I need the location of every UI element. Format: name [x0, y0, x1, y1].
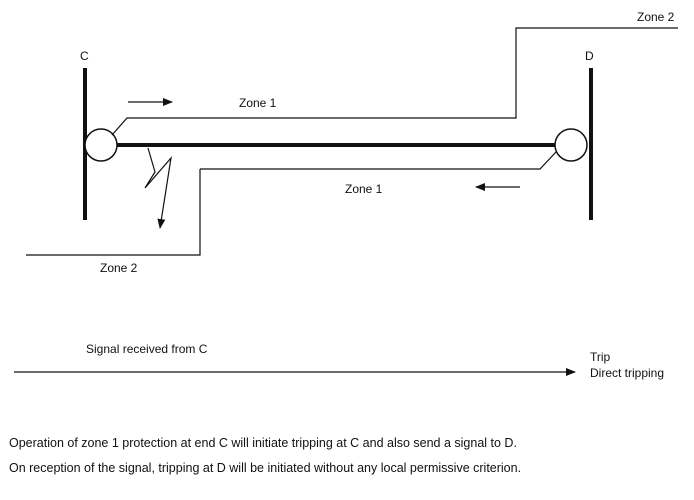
signal-label: Signal received from C [86, 342, 208, 356]
zone2-c-label: Zone 2 [100, 261, 138, 275]
fault-lightning-icon [144, 147, 172, 229]
zone1-d-label: Zone 1 [345, 182, 383, 196]
zone2-d-label: Zone 2 [637, 10, 675, 24]
end-c-label: C [80, 49, 89, 63]
zone1-c-label: Zone 1 [239, 96, 277, 110]
zone2-reach-d [26, 169, 201, 256]
caption-line-2: On reception of the signal, tripping at … [9, 461, 522, 475]
zone2-reach-c [490, 27, 678, 119]
caption-line-1: Operation of zone 1 protection at end C … [9, 436, 517, 450]
zone1-reach-c [111, 117, 490, 136]
trip-label: Trip [590, 350, 611, 364]
direct-tripping-label: Direct tripping [590, 366, 664, 380]
relay-d [554, 128, 588, 162]
relay-c [84, 128, 118, 162]
end-d-label: D [585, 49, 594, 63]
zone1-reach-d [200, 151, 557, 170]
